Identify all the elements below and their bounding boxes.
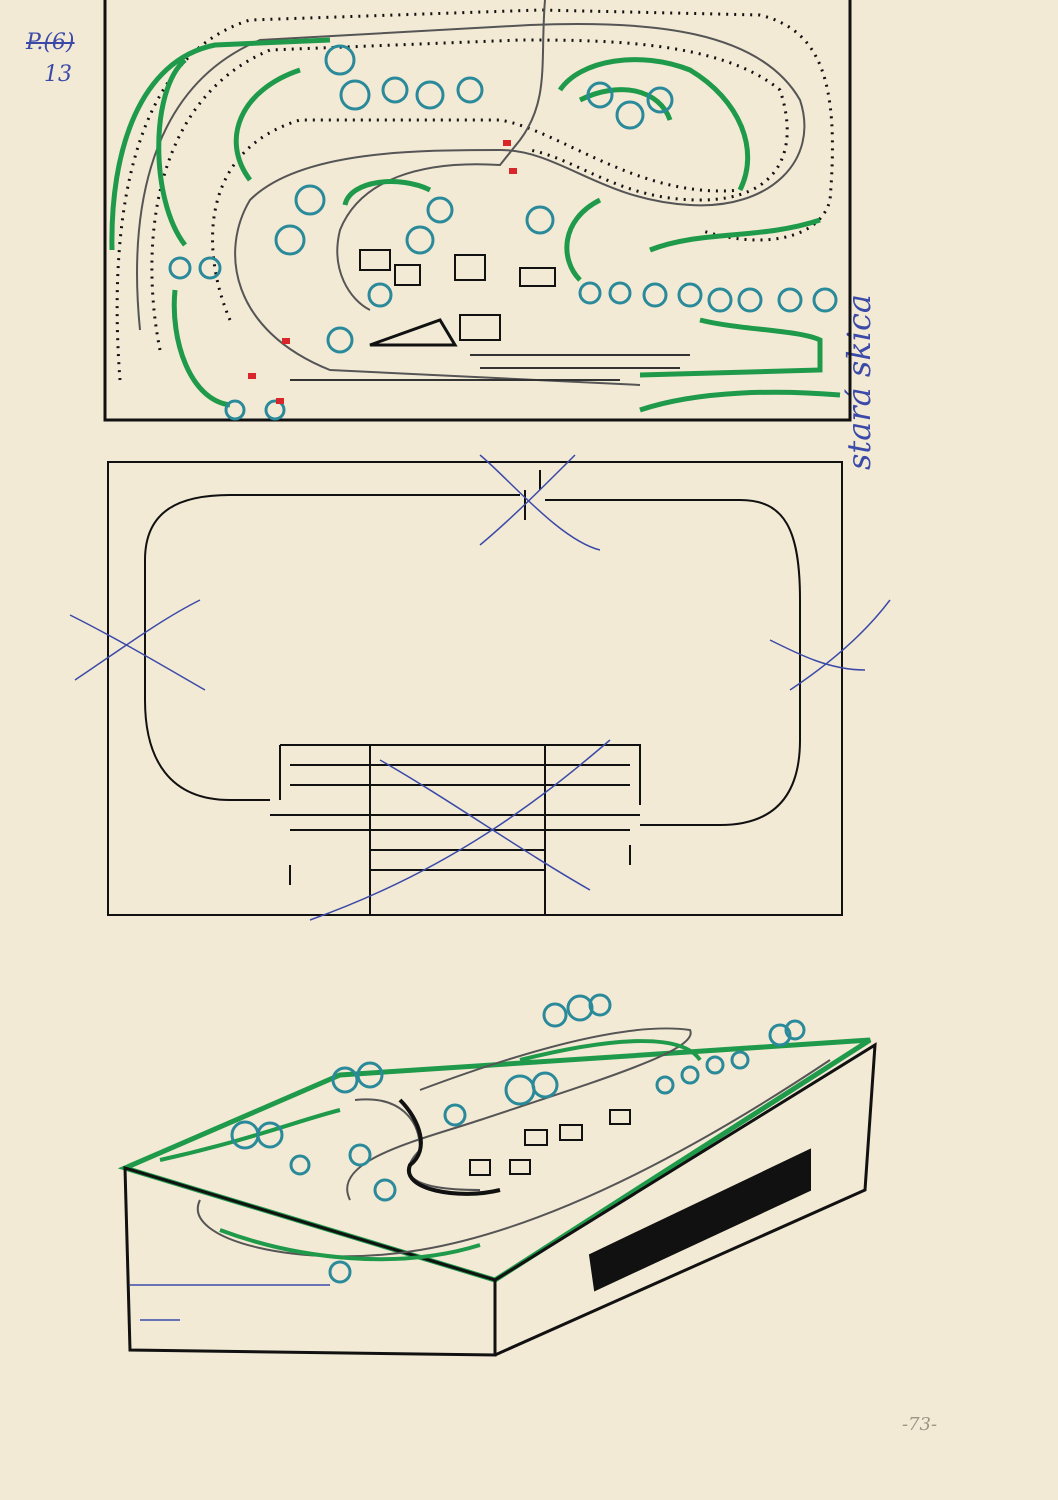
sheet-number: 13 bbox=[44, 62, 72, 87]
top-plan-drawing bbox=[103, 0, 852, 422]
cross-out-marks bbox=[69, 454, 891, 921]
archive-code: P.(6) bbox=[26, 30, 75, 55]
page-number: -73- bbox=[902, 1414, 938, 1435]
perspective-trees bbox=[230, 993, 806, 1284]
track-plan-drawing bbox=[69, 454, 891, 921]
trees bbox=[168, 44, 838, 421]
perspective-drawing bbox=[117, 993, 877, 1357]
